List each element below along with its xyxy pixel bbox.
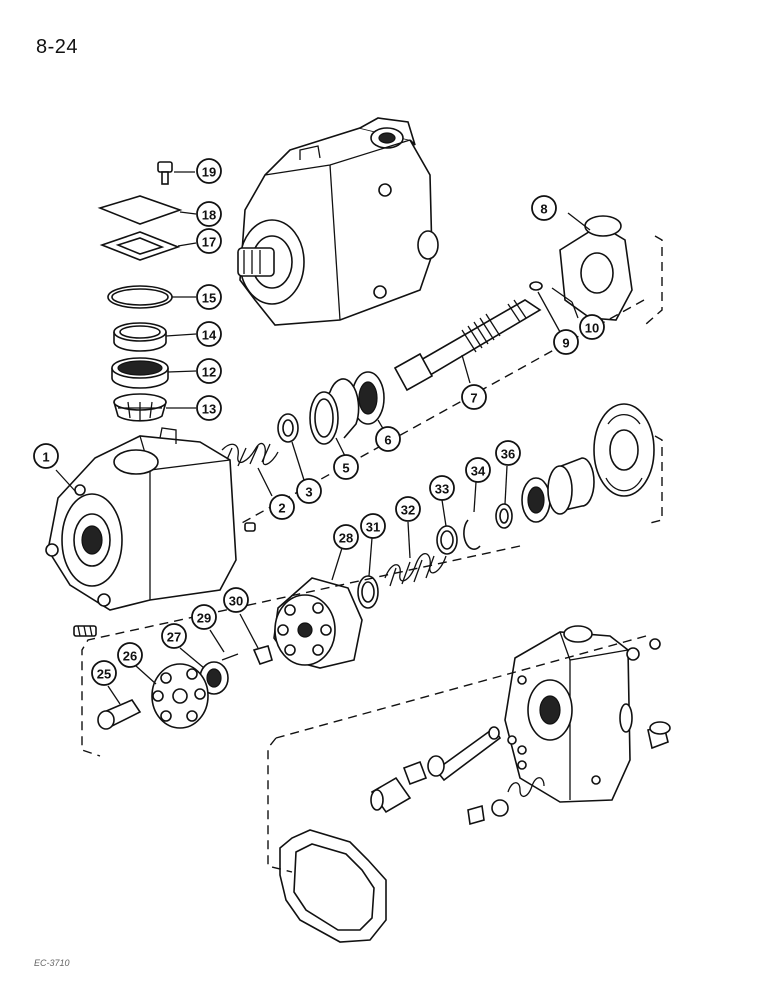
gasket-17 [99, 231, 197, 261]
callout-5: 5 [333, 454, 359, 480]
svg-text:2: 2 [278, 501, 285, 516]
bearing-cup-14 [113, 322, 197, 352]
pin-10 [551, 287, 579, 319]
ring-36 [495, 465, 513, 529]
callout-19: 19 [196, 158, 222, 184]
bearing-cup-5 [309, 378, 360, 457]
bearing-cone-13 [113, 393, 196, 422]
washer-9 [529, 281, 561, 333]
bearing-cup-12 [111, 357, 197, 389]
callout-9: 9 [553, 329, 579, 355]
pin-29 [209, 629, 239, 661]
cylinder-block-28 [273, 547, 363, 669]
spring-and-washers [467, 760, 545, 826]
svg-text:36: 36 [501, 447, 515, 462]
callout-29: 29 [191, 604, 217, 630]
piston-25 [97, 685, 142, 730]
callout-25: 25 [91, 660, 117, 686]
pump-housing-1 [45, 427, 237, 611]
assembled-pump-illustration [237, 117, 439, 326]
svg-text:3: 3 [305, 485, 312, 500]
svg-text:12: 12 [202, 365, 216, 380]
svg-text:18: 18 [202, 208, 216, 223]
end-cover [504, 625, 633, 803]
svg-text:9: 9 [562, 336, 569, 351]
callout-17: 17 [196, 228, 222, 254]
svg-text:13: 13 [202, 402, 216, 417]
callout-8: 8 [531, 195, 557, 221]
svg-text:15: 15 [202, 291, 216, 306]
svg-text:1: 1 [42, 450, 49, 465]
drive-shaft-7 [393, 299, 542, 392]
svg-text:25: 25 [97, 667, 111, 682]
footer-code: EC-3710 [34, 958, 70, 968]
ring-31 [357, 537, 379, 609]
svg-text:26: 26 [123, 649, 137, 664]
callout-34: 34 [465, 457, 491, 483]
svg-text:7: 7 [470, 391, 477, 406]
page-number: 8-24 [36, 36, 79, 58]
callout-10: 10 [579, 314, 605, 340]
callout-3: 3 [296, 478, 322, 504]
svg-text:10: 10 [585, 321, 599, 336]
svg-text:6: 6 [384, 433, 391, 448]
callout-15: 15 [196, 284, 222, 310]
pin-small [244, 522, 256, 532]
seal-3 [277, 413, 305, 481]
svg-text:33: 33 [435, 482, 449, 497]
spring-32 [384, 521, 447, 587]
valve-plate [593, 403, 655, 497]
washer-33 [436, 499, 458, 555]
spool-valve [370, 726, 517, 814]
callout-14: 14 [196, 321, 222, 347]
callout-28: 28 [333, 524, 359, 550]
callout-26: 26 [117, 642, 143, 668]
bearing-rear [521, 477, 551, 523]
svg-text:8: 8 [540, 202, 547, 217]
bearing-6 [351, 371, 386, 433]
svg-text:19: 19 [202, 165, 216, 180]
callout-6: 6 [375, 426, 401, 452]
callout-13: 13 [196, 395, 222, 421]
callout-33: 33 [429, 475, 455, 501]
svg-text:5: 5 [342, 461, 349, 476]
callout-2: 2 [269, 494, 295, 520]
svg-text:34: 34 [471, 464, 486, 479]
cover-plate-18 [97, 195, 197, 225]
callout-27: 27 [161, 623, 187, 649]
bearing-cup-rear [547, 457, 595, 515]
callout-31: 31 [360, 513, 386, 539]
svg-text:29: 29 [197, 611, 211, 626]
end-cover-gasket [279, 829, 387, 943]
callout-36: 36 [495, 440, 521, 466]
callout-7: 7 [461, 384, 487, 410]
callout-12: 12 [196, 358, 222, 384]
snap-ring-15 [107, 285, 196, 309]
swash-plate-8 [559, 212, 633, 321]
svg-text:27: 27 [167, 630, 181, 645]
shoe-30 [239, 613, 273, 665]
svg-text:28: 28 [339, 531, 353, 546]
svg-text:14: 14 [202, 328, 217, 343]
callout-1: 1 [33, 443, 59, 469]
snap-ring-34 [463, 481, 481, 550]
callout-32: 32 [395, 496, 421, 522]
bolt-housing [73, 625, 97, 637]
svg-text:32: 32 [401, 503, 415, 518]
retainer-plate-26 [135, 663, 209, 729]
svg-text:17: 17 [202, 235, 216, 250]
callout-30: 30 [223, 587, 249, 613]
cover-bolt-19 [157, 161, 195, 185]
svg-text:31: 31 [366, 520, 380, 535]
spring-2 [221, 442, 279, 497]
svg-text:30: 30 [229, 594, 243, 609]
end-cover-small-parts [626, 638, 671, 750]
callout-18: 18 [196, 201, 222, 227]
